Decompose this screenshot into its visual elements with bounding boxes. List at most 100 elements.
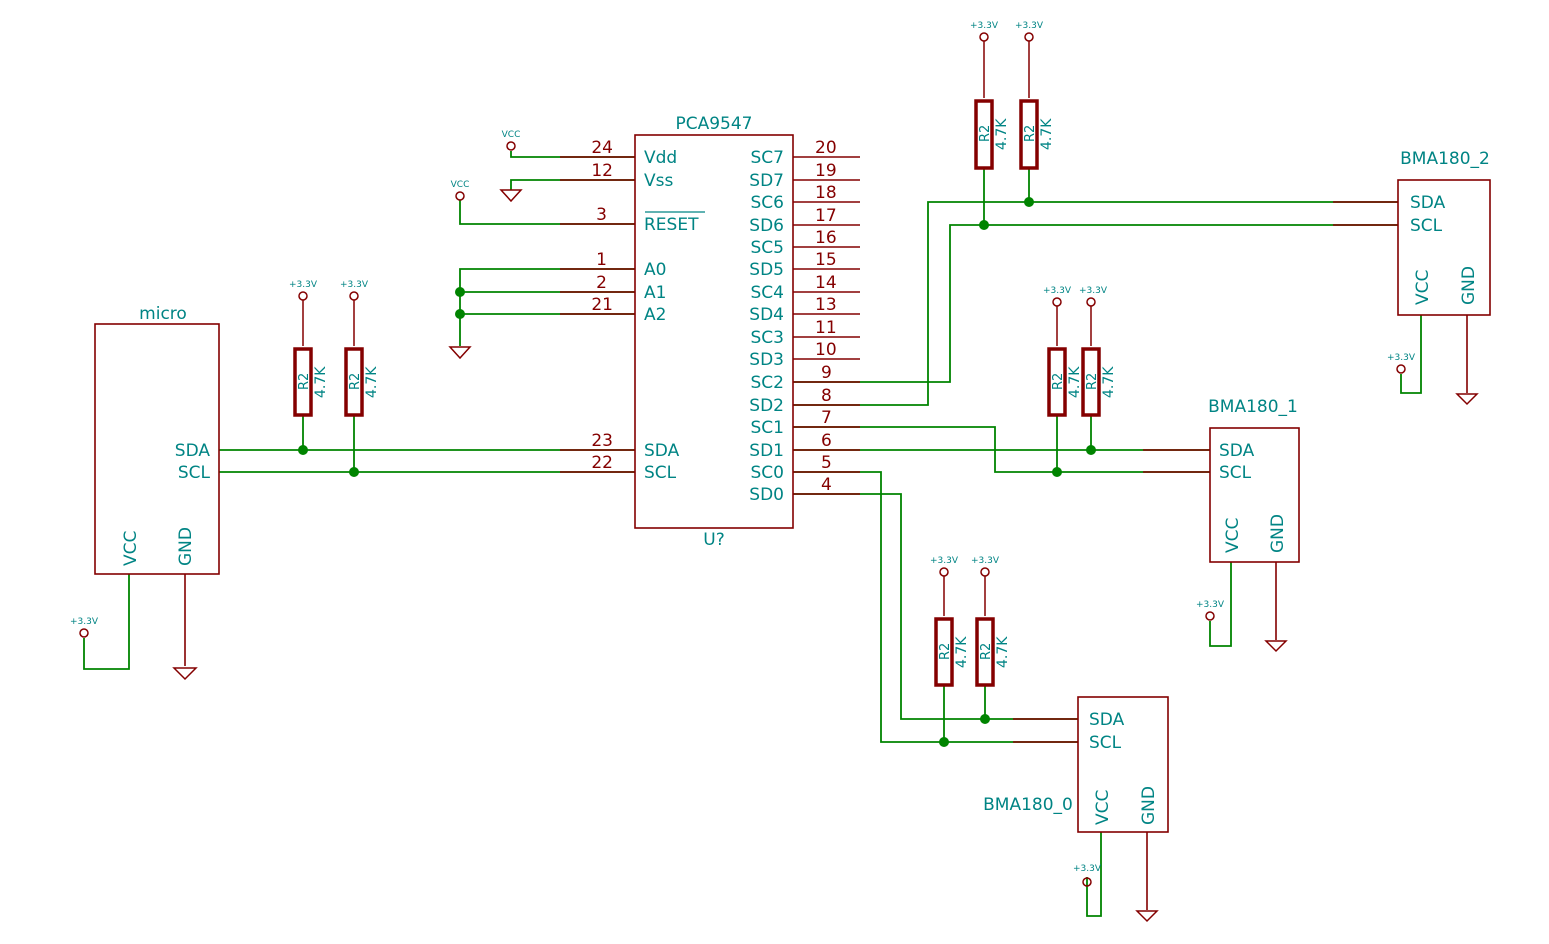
wire-sc1[interactable] (793, 426, 1210, 473)
resistor-symbol[interactable]: R2 4.7K (1081, 347, 1117, 417)
pin-number: 18 (815, 183, 837, 203)
micro-body (94, 323, 220, 575)
bma180-2-pin-vcc: VCC (1413, 270, 1433, 305)
resistor-ref: R2 (979, 643, 994, 660)
pin-number: 13 (815, 295, 837, 315)
bma180-0-pin-gnd: GND (1139, 786, 1159, 825)
bma180-1-pin-gnd: GND (1268, 514, 1288, 553)
pin-name: SC1 (751, 418, 784, 438)
power-flag-icon (980, 567, 990, 577)
ground-icon (499, 189, 523, 203)
pin-number: 11 (815, 318, 837, 338)
power-label: +3.3V (289, 280, 318, 290)
bma180-0-pin-vcc: VCC (1093, 790, 1113, 825)
pin-number: 5 (821, 453, 832, 473)
pin-number: 14 (815, 273, 837, 293)
bma180-2-symbol[interactable]: BMA180_2 SDA SCL VCC GND (1333, 149, 1491, 393)
pin-number: 2 (596, 273, 607, 293)
bma180-0-body (1077, 696, 1169, 833)
pin-number: 19 (815, 161, 837, 181)
resistor-symbol[interactable]: R2 4.7K (1019, 99, 1055, 170)
wire-micro-vcc[interactable] (83, 574, 130, 670)
bma180-1-pin-sda: SDA (1219, 441, 1255, 461)
right-pin-lines (793, 156, 860, 495)
junction-dot (1024, 197, 1034, 207)
wire-reset[interactable] (459, 200, 635, 225)
pin-name: A1 (644, 283, 666, 303)
resistors: R2 4.7K R2 4.7K R2 4.7K R2 4.7K R2 4.7K … (293, 99, 1117, 687)
resistor-symbol[interactable]: R2 4.7K (293, 347, 329, 417)
micro-symbol[interactable]: micro SDA SCL VCC GND (94, 304, 220, 666)
pin-name: A2 (644, 305, 666, 325)
power-flag-icon (79, 628, 89, 638)
resistor-symbol[interactable]: R2 4.7K (974, 99, 1010, 170)
resistor-symbol[interactable]: R2 4.7K (934, 617, 970, 687)
pin-name: SC6 (751, 193, 784, 213)
pin-number: 20 (815, 138, 837, 158)
power-flag-icon (298, 291, 308, 301)
power-flag-icon (1205, 611, 1215, 621)
pin-name: SD6 (749, 216, 784, 236)
wire-vss[interactable] (510, 179, 635, 190)
pin-name: Vss (644, 171, 673, 191)
pin-name: SDA (644, 441, 680, 461)
micro-pin-vcc: VCC (121, 531, 141, 566)
vcc-label: VCC (502, 130, 521, 140)
ground-icon (172, 667, 198, 681)
resistor-symbol[interactable]: R2 4.7K (344, 347, 380, 417)
junction-dot (979, 220, 989, 230)
pin-name: SD4 (749, 305, 784, 325)
pca9547-name: PCA9547 (675, 114, 752, 134)
resistor-body (974, 99, 994, 170)
ground-icon (1135, 910, 1159, 923)
resistor-ref: R2 (938, 643, 953, 660)
pin-number: 16 (815, 228, 837, 248)
junction-dot (980, 714, 990, 724)
pin-number: 24 (591, 138, 613, 158)
bma180-1-pin-scl: SCL (1219, 463, 1252, 483)
pin-number: 12 (591, 161, 613, 181)
junction-dot (939, 737, 949, 747)
junction-dot (1086, 445, 1096, 455)
wire-sc0[interactable] (793, 471, 1078, 743)
wire-bma0-vcc[interactable] (1086, 832, 1102, 917)
bma180-2-pin-scl: SCL (1410, 216, 1443, 236)
resistor-value: 4.7K (994, 118, 1010, 150)
wire-bma1-vcc[interactable] (1209, 562, 1232, 647)
pin-name: A0 (644, 260, 666, 280)
resistor-symbol[interactable]: R2 4.7K (1047, 347, 1083, 417)
bma180-0-pin-sda: SDA (1089, 710, 1125, 730)
wire-sd2[interactable] (793, 201, 1398, 406)
wire-vdd[interactable] (510, 151, 635, 158)
ground-icon (448, 346, 472, 360)
pin-number: 17 (815, 206, 837, 226)
bma180-1-symbol[interactable]: BMA180_1 SDA SCL VCC GND (1143, 397, 1300, 640)
pca9547-symbol[interactable]: PCA9547 U? 24 12 3 1 2 21 23 22 Vdd Vss … (560, 114, 860, 550)
power-flag-icon (1024, 32, 1034, 42)
resistor-value: 4.7K (1067, 366, 1083, 398)
power-label: +3.3V (971, 556, 1000, 566)
power-label: +3.3V (1079, 286, 1108, 296)
pin-number: 7 (821, 408, 832, 428)
resistor-symbol[interactable]: R2 4.7K (975, 617, 1011, 687)
wire-sc2[interactable] (793, 224, 1398, 383)
power-flag-icon (979, 32, 989, 42)
pin-name: SD5 (749, 260, 784, 280)
micro-name: micro (139, 304, 187, 324)
wire-bma2-vcc[interactable] (1400, 315, 1422, 394)
resistor-value: 4.7K (364, 366, 380, 398)
resistor-ref: R2 (978, 125, 993, 142)
micro-pin-scl: SCL (178, 463, 211, 483)
pin-name: SC7 (751, 148, 784, 168)
micro-pin-sda: SDA (175, 441, 211, 461)
pca9547-ref: U? (703, 530, 724, 550)
vcc-flag-icon (455, 191, 465, 201)
ground-icon (1455, 393, 1479, 406)
pca9547-body (634, 134, 794, 529)
power-label: +3.3V (1015, 21, 1044, 31)
pin-number: 15 (815, 250, 837, 270)
bma180-0-symbol[interactable]: BMA180_0 SDA SCL VCC GND (983, 696, 1169, 910)
resistor-ref: R2 (1023, 125, 1038, 142)
power-label: +3.3V (970, 21, 999, 31)
vcc-flag-icon (506, 141, 516, 151)
